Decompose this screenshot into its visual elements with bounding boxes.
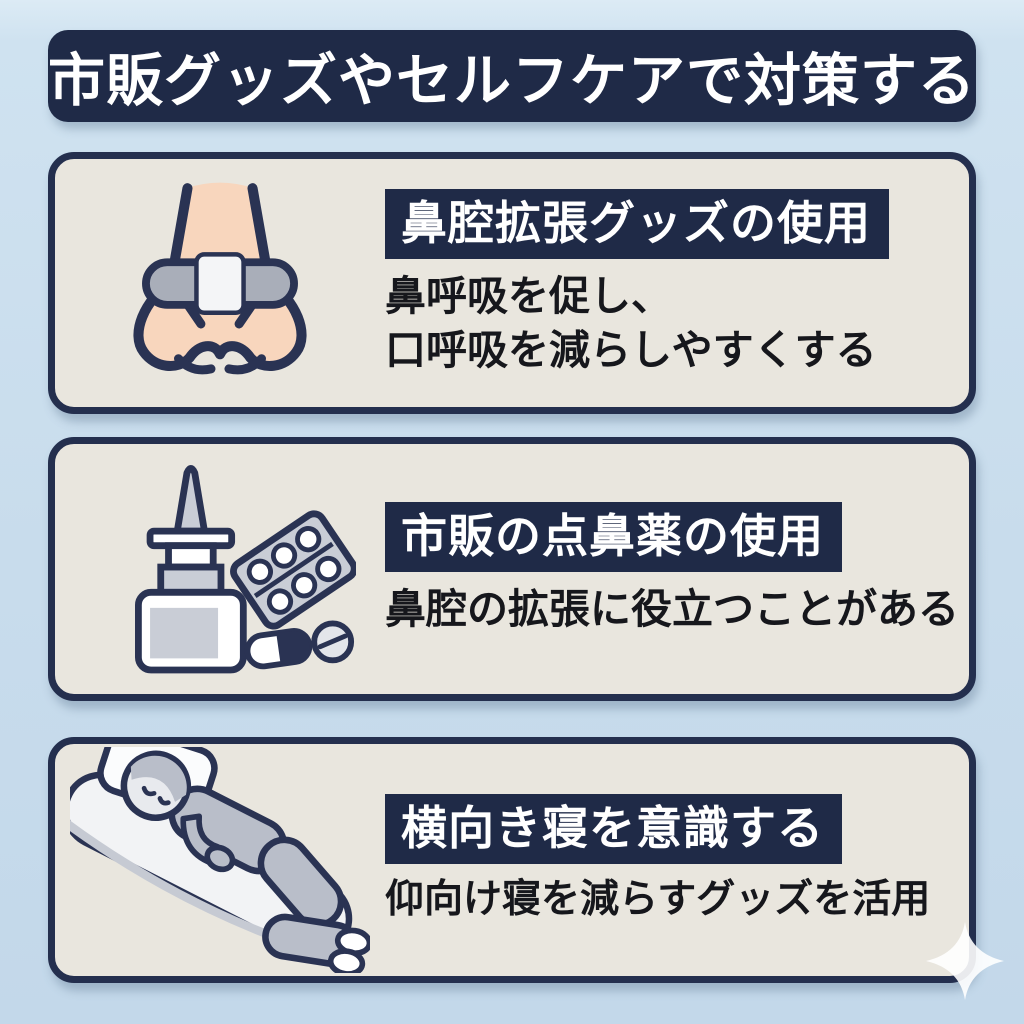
sleeping-person-illustration <box>70 747 370 973</box>
card-heading: 横向き寝を意識する <box>385 794 842 865</box>
card-nasal-spray: 市販の点鼻薬の使用 鼻腔の拡張に役立つことがある <box>48 437 976 701</box>
card-heading: 市販の点鼻薬の使用 <box>385 501 842 573</box>
card-body: 鼻呼吸を促し、 口呼吸を減らしやすくする <box>385 269 877 377</box>
nose-illustration <box>133 182 307 375</box>
nose-with-dilator-strip-icon <box>55 159 385 407</box>
card-body-line: 仰向け寝を減らすグッズを活用 <box>385 877 931 923</box>
card-body-line: 鼻腔の拡張に役立つことがある <box>385 585 959 634</box>
card-body-line: 鼻呼吸を促し、 <box>385 272 672 321</box>
card-body-line: 口呼吸を減らしやすくする <box>385 326 877 375</box>
page-title-text: 市販グッズやセルフケアで対策する <box>48 48 976 114</box>
card-nasal-dilator: 鼻腔拡張グッズの使用 鼻呼吸を促し、 口呼吸を減らしやすくする <box>48 152 976 414</box>
card-body: 仰向け寝を減らすグッズを活用 <box>385 874 930 925</box>
nasal-spray-and-pills-icon <box>55 444 385 694</box>
card-side-sleeping: 横向き寝を意識する 仰向け寝を減らすグッズを活用 <box>48 737 976 983</box>
medicine-illustration <box>135 465 356 674</box>
person-sleeping-on-side-icon <box>55 744 385 976</box>
page-title: 市販グッズやセルフケアで対策する <box>48 30 976 122</box>
card-heading: 鼻腔拡張グッズの使用 <box>385 188 889 260</box>
card-body: 鼻腔の拡張に役立つことがある <box>385 582 959 636</box>
sparkle-icon <box>926 922 1004 1000</box>
